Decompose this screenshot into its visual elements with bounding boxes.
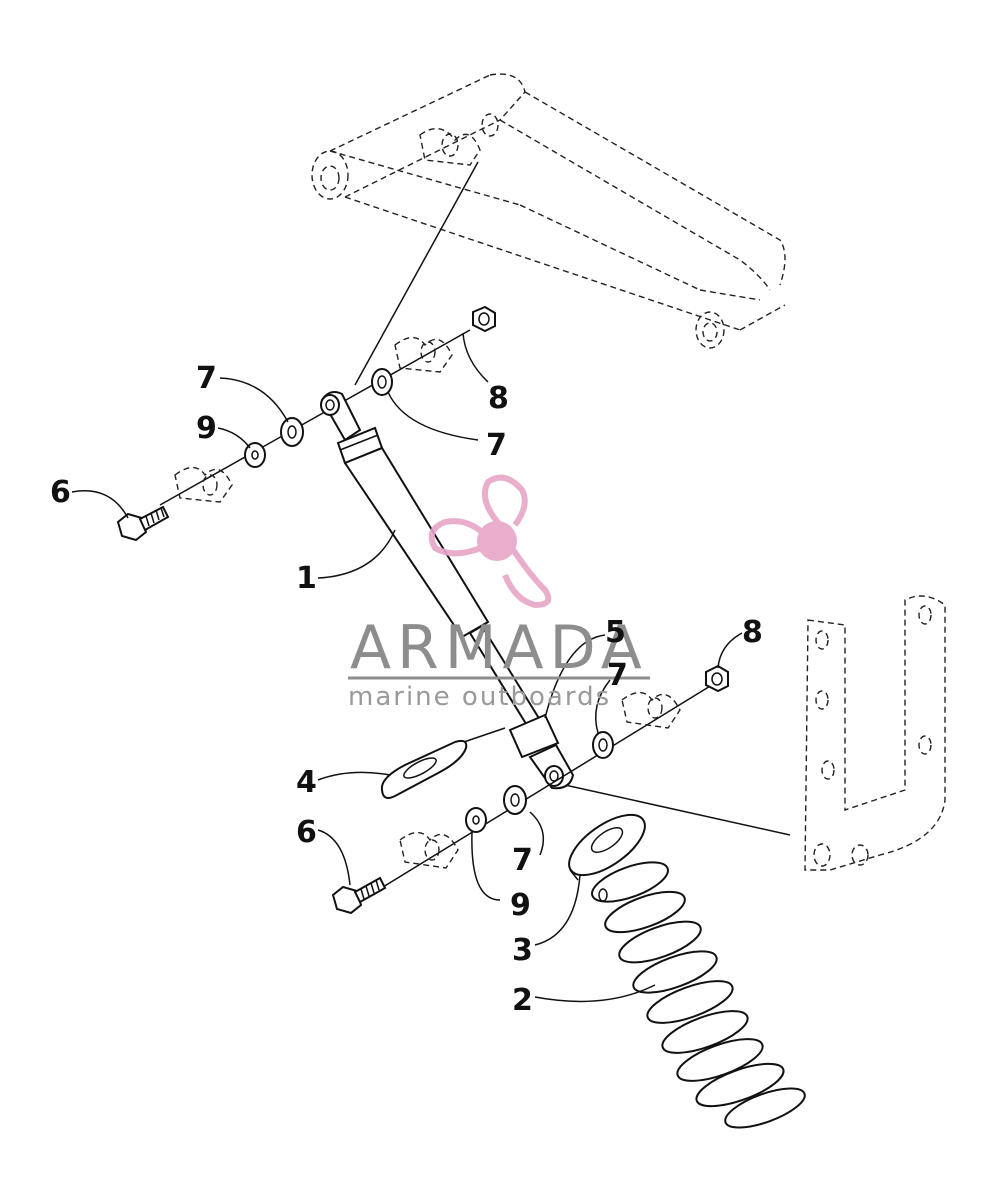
- propeller-hub: [477, 521, 517, 561]
- shock-absorber: [320, 391, 575, 790]
- propeller-blade-left: [428, 518, 490, 557]
- nut-upper: [472, 305, 496, 333]
- callout-8-lower: 8: [742, 615, 763, 650]
- washer-upper: [244, 442, 266, 468]
- watermark-logo: [428, 474, 552, 609]
- bushing-upper-left: [280, 417, 304, 447]
- coil-spring: [591, 861, 806, 1129]
- bolt-lower: [331, 876, 387, 915]
- callout-4: 4: [296, 765, 317, 800]
- watermark-brand: ARMADA: [350, 613, 648, 683]
- upper-mount-tab-phantom: [174, 336, 453, 503]
- upper-a-arm-phantom: [311, 73, 786, 349]
- nut-lower: [705, 664, 729, 693]
- watermark-tagline: marine outboards: [348, 682, 611, 712]
- callout-7-upper-left: 7: [196, 361, 217, 396]
- callout-6-lower: 6: [296, 815, 317, 850]
- propeller-blade-top: [482, 474, 528, 527]
- callout-3: 3: [512, 933, 533, 968]
- bolt-upper: [116, 505, 170, 542]
- callout-1: 1: [296, 561, 317, 596]
- callout-leaders: [71, 332, 743, 1003]
- callout-9-upper: 9: [196, 411, 217, 446]
- callout-9-lower: 9: [510, 888, 531, 923]
- leader-upper-mount: [354, 161, 479, 386]
- bushing-lower-left: [503, 785, 527, 815]
- callout-2: 2: [512, 983, 533, 1018]
- callout-7-upper-right: 7: [486, 428, 507, 463]
- callout-8-upper: 8: [488, 381, 509, 416]
- bushing-upper-right: [371, 368, 393, 396]
- spring-seat-lower: [568, 813, 646, 881]
- propeller-blade-right: [502, 546, 552, 609]
- spring-seat-upper: [380, 739, 468, 799]
- lower-mount-tab-phantom: [399, 691, 681, 869]
- callout-7-lower-left: 7: [512, 843, 533, 878]
- lower-bracket-phantom: [804, 595, 946, 871]
- bushing-lower-right: [592, 731, 614, 759]
- washer-lower: [465, 807, 487, 833]
- callout-7-lower-right: 7: [607, 658, 628, 693]
- leader-lower-mount: [564, 784, 791, 836]
- lower-fastener-axis: [369, 679, 721, 896]
- callout-6-upper: 6: [50, 475, 71, 510]
- callout-5: 5: [605, 615, 626, 650]
